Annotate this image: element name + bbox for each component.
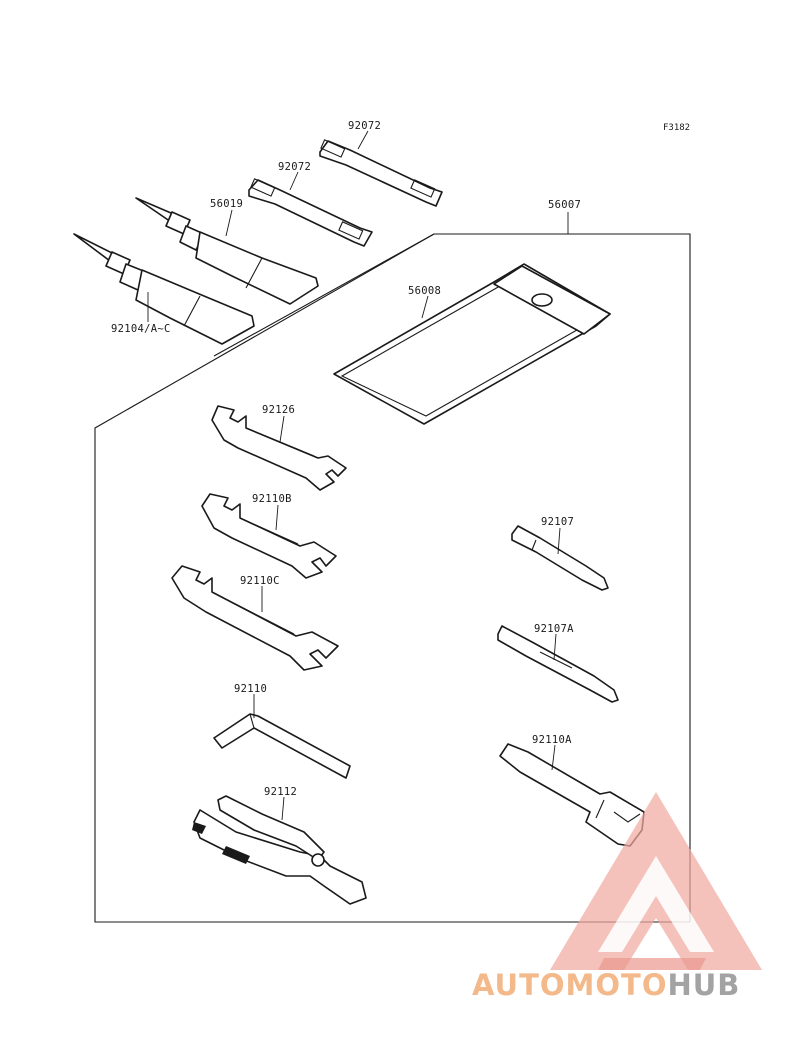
wrench-92126 [211, 405, 347, 491]
part-number-56019: 56019 [210, 198, 243, 210]
part-number-92072-top: 92072 [348, 120, 381, 132]
part-number-92110b: 92110B [252, 493, 292, 505]
part-number-92107: 92107 [541, 516, 574, 528]
svg-text:AUTOMOTOHUB: AUTOMOTOHUB [472, 968, 740, 1002]
part-number-92072-middle: 92072 [278, 161, 311, 173]
wrench-92110b [201, 493, 337, 579]
part-number-92110a: 92110A [532, 734, 572, 746]
kit-divider-line [213, 233, 435, 357]
wrench-92110c [171, 565, 339, 671]
watermark-text-hub: HUB [667, 968, 740, 1002]
watermark-logo [550, 792, 762, 970]
part-number-92104: 92104/A~C [111, 323, 171, 335]
part-number-92110c: 92110C [240, 575, 280, 587]
hex-key-92110 [213, 713, 351, 779]
part-number-92107a: 92107A [534, 623, 574, 635]
strap-92072-top [319, 139, 443, 207]
screwdriver-bit-92107 [511, 525, 609, 591]
watermark-text-automoto: AUTOMOTO [472, 968, 667, 1002]
part-number-92112: 92112 [264, 786, 297, 798]
box-spanner-92110a [499, 743, 645, 847]
tool-bag-56008 [333, 263, 611, 425]
strap-92072-middle [248, 178, 373, 247]
tool-kit-frame [94, 233, 691, 923]
part-number-56008: 56008 [408, 285, 441, 297]
part-number-92110: 92110 [234, 683, 267, 695]
part-number-56007: 56007 [548, 199, 581, 211]
tube-56019 [135, 197, 319, 305]
tube-92104 [73, 233, 255, 345]
part-number-92126: 92126 [262, 404, 295, 416]
pliers-92112 [192, 795, 367, 905]
screwdriver-bit-92107a [497, 625, 619, 703]
diagram-reference-code: F3182 [663, 123, 690, 133]
